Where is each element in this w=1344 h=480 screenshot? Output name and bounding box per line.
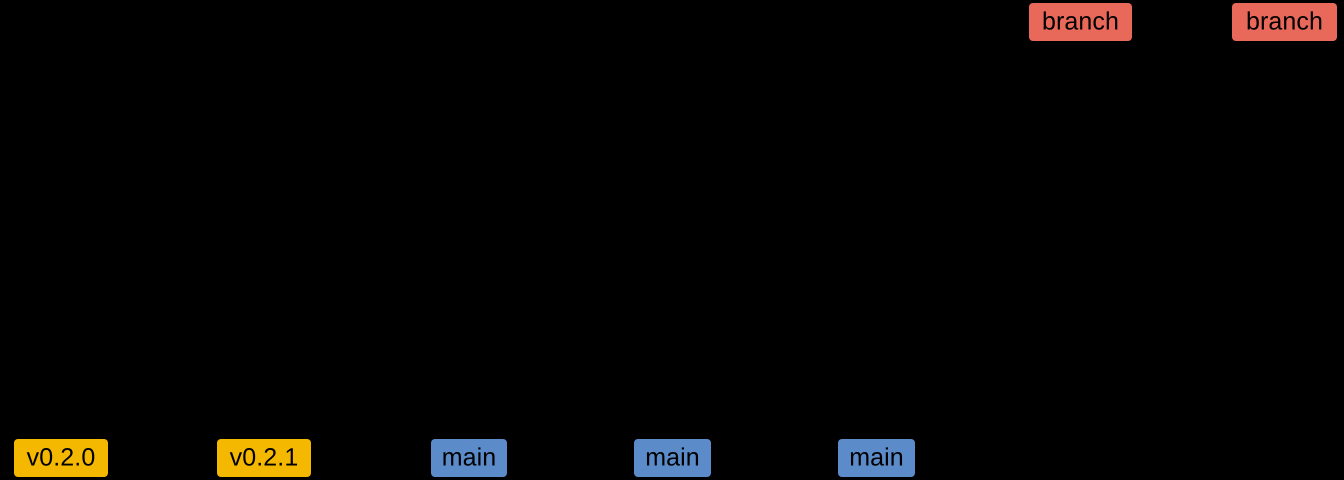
ref-label-text: main bbox=[645, 443, 700, 471]
ref-label-branch-branch[interactable]: branch bbox=[1029, 3, 1132, 41]
ref-label-head-main[interactable]: main bbox=[634, 439, 711, 477]
ref-label-text: main bbox=[849, 443, 904, 471]
ref-label-tag-v0-2-0[interactable]: v0.2.0 bbox=[14, 439, 108, 477]
ref-label-head-main[interactable]: main bbox=[838, 439, 915, 477]
ref-label-text: branch bbox=[1245, 7, 1324, 35]
ref-label-tag-v0-2-1[interactable]: v0.2.1 bbox=[217, 439, 311, 477]
ref-label-head-main[interactable]: main bbox=[431, 439, 507, 477]
ref-label-text: v0.2.0 bbox=[26, 443, 96, 471]
ref-label-text: main bbox=[441, 443, 497, 471]
ref-label-text: branch bbox=[1041, 7, 1120, 35]
ref-label-text: v0.2.1 bbox=[229, 443, 299, 471]
ref-label-branch-branch[interactable]: branch bbox=[1232, 3, 1337, 41]
